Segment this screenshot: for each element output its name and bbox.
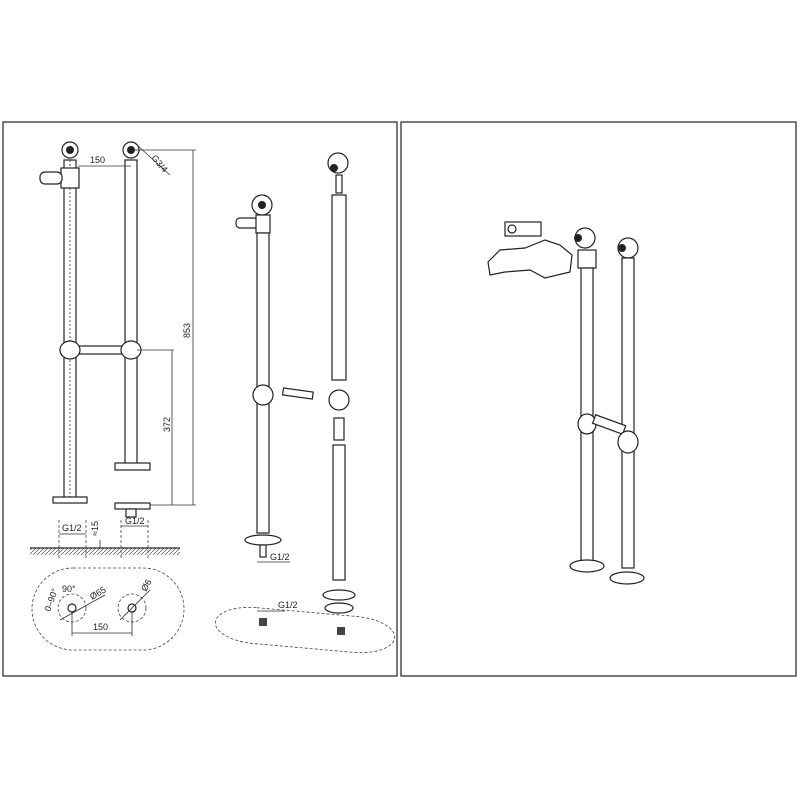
dim-height-bar: 372 <box>162 417 172 432</box>
dim-thread-right: G1/2 <box>125 516 145 526</box>
exploded-isometric-view: G1/2 G1/2 <box>214 152 396 654</box>
dim-angle-range: 0–90° <box>42 587 60 613</box>
dim-thread-iso-2: G1/2 <box>278 600 298 610</box>
dim-angle: 90° <box>62 584 76 594</box>
dim-thread-iso-1: G1/2 <box>270 552 290 562</box>
dim-height-total: 853 <box>182 323 192 338</box>
assembled-view-with-mixer <box>487 221 645 585</box>
right-panel-frame <box>400 121 797 677</box>
dim-approx-depth: ≈15 <box>90 521 100 536</box>
left-panel-frame <box>2 121 398 677</box>
dim-spacing-bottom: 150 <box>93 622 108 632</box>
front-elevation-view: 150 G3/4 853 372 G1/2 G1/2 ≈15 <box>30 141 196 558</box>
dim-thread-left: G1/2 <box>62 523 82 533</box>
dim-thread-top: G3/4 <box>149 153 169 174</box>
dim-spacing-top: 150 <box>90 155 105 165</box>
plan-view: 0–90° 90° Ø65 Ø6 150 <box>31 567 185 651</box>
dim-diameter-hole: Ø6 <box>139 578 154 593</box>
